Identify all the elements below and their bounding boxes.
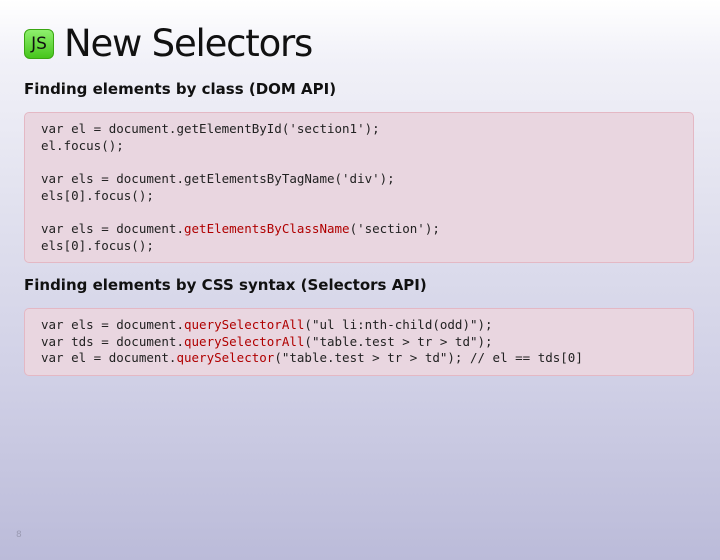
- code-text: ("ul li:nth-child(odd)");: [304, 317, 493, 332]
- code-line: var els = document.getElementsByTagName(…: [41, 171, 677, 188]
- code-line: el.focus();: [41, 138, 677, 155]
- section-heading-selectors-api: Finding elements by CSS syntax (Selector…: [24, 276, 427, 294]
- code-line: var el = document.getElementById('sectio…: [41, 121, 677, 138]
- code-line: var els = document.getElementsByClassNam…: [41, 221, 677, 238]
- code-block-dom-api: var el = document.getElementById('sectio…: [24, 112, 694, 263]
- code-text: ("table.test > tr > td"); // el == tds[0…: [274, 350, 583, 365]
- code-text: var el = document.getElementById('sectio…: [41, 121, 380, 136]
- code-line: els[0].focus();: [41, 188, 677, 205]
- code-line: var els = document.querySelectorAll("ul …: [41, 317, 677, 334]
- code-text: var els = document.: [41, 317, 184, 332]
- javascript-logo-icon: JS: [24, 29, 54, 59]
- section-heading-dom-api: Finding elements by class (DOM API): [24, 80, 337, 98]
- code-line: var el = document.querySelector("table.t…: [41, 350, 677, 367]
- code-text: var el = document.: [41, 350, 177, 365]
- page-title: New Selectors: [64, 22, 313, 65]
- code-text: ('section');: [349, 221, 440, 236]
- code-block-selectors-api: var els = document.querySelectorAll("ul …: [24, 308, 694, 376]
- code-text: var els = document.: [41, 221, 184, 236]
- code-text: ("table.test > tr > td");: [304, 333, 493, 349]
- code-line: [41, 154, 677, 171]
- code-highlight: getElementsByClassName: [184, 221, 350, 236]
- code-line: els[0].focus();: [41, 238, 677, 255]
- badge-label: JS: [31, 34, 47, 54]
- slide-title: JS New Selectors: [24, 22, 313, 65]
- slide-page-number: 8: [16, 530, 22, 540]
- code-text: els[0].focus();: [41, 187, 154, 203]
- code-highlight: querySelector: [176, 350, 275, 365]
- code-highlight: querySelectorAll: [184, 317, 305, 332]
- code-text: els[0].focus();: [41, 237, 154, 253]
- code-text: var els = document.getElementsByTagName(…: [41, 171, 395, 186]
- code-text: var tds = document.: [41, 333, 184, 349]
- code-line: var tds = document.querySelectorAll("tab…: [41, 334, 677, 351]
- code-line: [41, 204, 677, 221]
- code-text: el.focus();: [41, 137, 124, 153]
- code-highlight: querySelectorAll: [184, 333, 305, 349]
